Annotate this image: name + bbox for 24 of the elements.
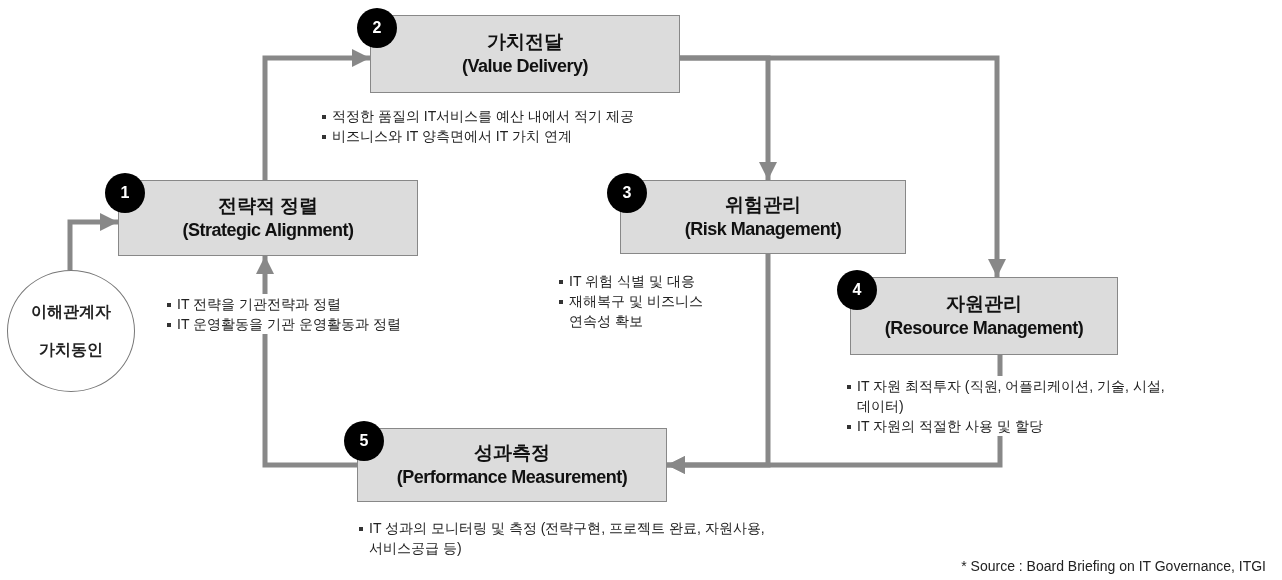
arrow xyxy=(262,49,370,180)
box-subtitle: (Performance Measurement) xyxy=(396,466,628,489)
box-subtitle: (Risk Management) xyxy=(684,218,842,241)
box-subtitle: (Strategic Alignment) xyxy=(182,219,354,242)
bullet-text: IT 운영활동을 기관 운영활동과 정렬 xyxy=(177,314,401,334)
number-badge: 1 xyxy=(105,173,145,213)
source-note: * Source : Board Briefing on IT Governance, ITGI xyxy=(961,558,1266,574)
number-badge: 5 xyxy=(344,421,384,461)
arrow xyxy=(256,256,357,468)
number-badge: 4 xyxy=(837,270,877,310)
circle-label: 이해관계자 가치동인 xyxy=(30,302,112,360)
box-title: 자원관리 xyxy=(946,292,1022,316)
number-badge: 2 xyxy=(357,8,397,48)
box-subtitle: (Resource Management) xyxy=(884,317,1084,340)
bullet-text: IT 전략을 기관전략과 정렬 xyxy=(177,294,341,314)
box-title: 성과측정 xyxy=(474,441,550,465)
box-subtitle: (Value Delivery) xyxy=(461,55,589,78)
arrow xyxy=(680,55,1006,277)
number-badge: 3 xyxy=(607,173,647,213)
bullet-text: IT 자원의 적절한 사용 및 할당 xyxy=(857,416,1043,436)
arrow xyxy=(67,213,118,270)
box-title: 가치전달 xyxy=(487,30,563,54)
box-title: 위험관리 xyxy=(725,193,801,217)
box-title: 전략적 정렬 xyxy=(217,194,319,218)
